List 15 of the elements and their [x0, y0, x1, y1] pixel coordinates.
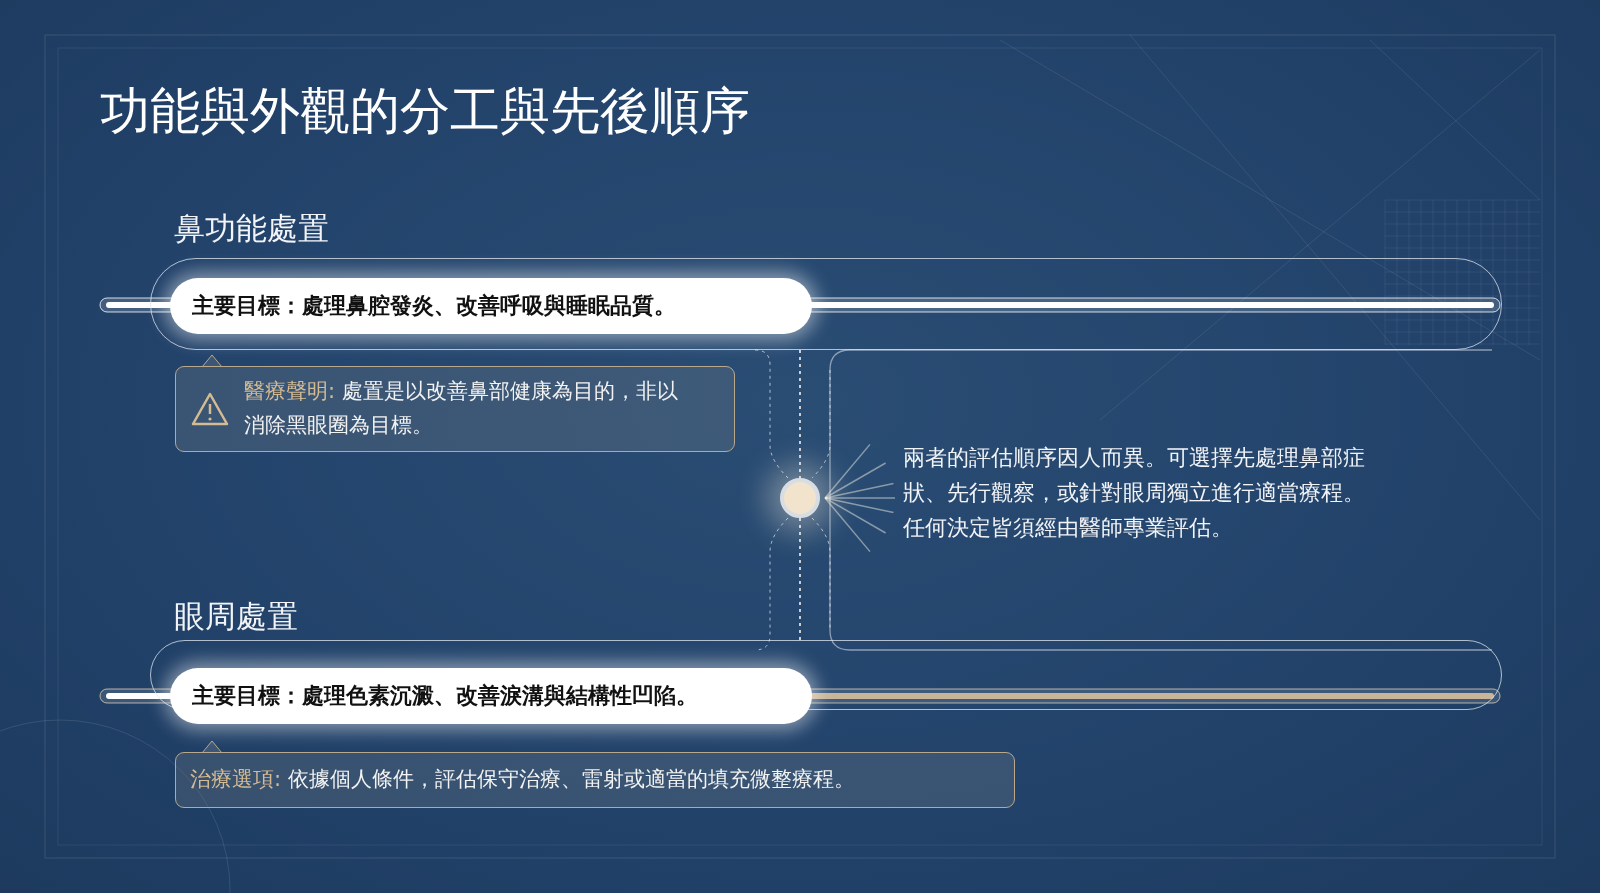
goal-text: 主要目標：處理鼻腔發炎、改善呼吸與睡眠品質。 [192, 292, 676, 320]
glowing-node-circle [780, 478, 820, 518]
note-callout [175, 752, 1015, 808]
dotted-connector [799, 517, 801, 641]
dotted-connector [799, 349, 801, 479]
note-callout [175, 366, 735, 452]
section-heading: 鼻功能處置 [174, 209, 329, 248]
goal-text: 主要目標：處理色素沉澱、改善淚溝與結構性凹陷。 [192, 682, 698, 710]
note-text: 治療選項: 依據個人條件，評估保守治療、雷射或適當的填充微整療程。 [190, 766, 855, 794]
note-text: 兩者的評估順序因人而異。可選擇先處理鼻部症狀、先行觀察，或針對眼周獨立進行適當療程。任何決定皆須經由醫師專業評估。 [903, 444, 1366, 543]
goal-pill [170, 278, 812, 334]
goal-pill [170, 668, 812, 724]
title: 功能與外觀的分工與先後順序 [100, 81, 750, 142]
section-heading: 眼周處置 [174, 597, 298, 636]
note-text: 醫療聲明: 處置是以改善鼻部健康為目的，非以消除黑眼圈為目標。 [244, 378, 679, 439]
